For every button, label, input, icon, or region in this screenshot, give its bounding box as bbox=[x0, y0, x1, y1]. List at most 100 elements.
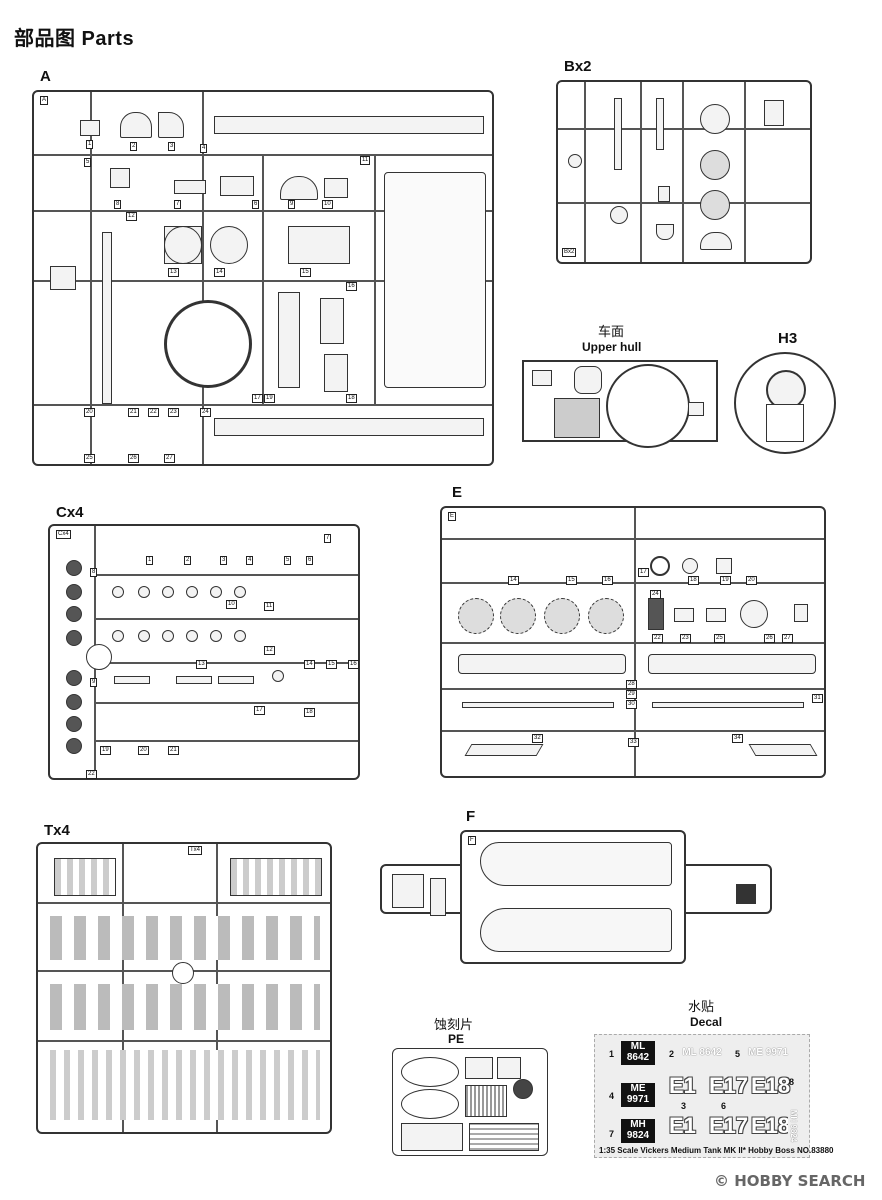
sprue-a-label: A bbox=[40, 68, 51, 85]
decal-plate: MH 9824 bbox=[788, 1101, 799, 1151]
part-number: 19 bbox=[720, 576, 731, 585]
part-number: 13 bbox=[196, 660, 207, 669]
part-number: 9 bbox=[90, 678, 98, 687]
part-number: 26 bbox=[764, 634, 775, 643]
part-tag: Tx4 bbox=[188, 846, 203, 855]
part-number: 21 bbox=[128, 408, 139, 417]
decal-label-cn: 水贴 bbox=[688, 999, 715, 1014]
upper-hull-part bbox=[522, 360, 718, 448]
part-number: 8 bbox=[90, 568, 98, 577]
part-number: 30 bbox=[626, 700, 637, 709]
part-number: 11 bbox=[264, 602, 275, 611]
part-number: 18 bbox=[304, 708, 315, 717]
decal-code: E18 bbox=[751, 1113, 791, 1138]
part-number: 19 bbox=[100, 746, 111, 755]
decal-plate: ME 9971 bbox=[621, 1083, 655, 1107]
part-tag: Bx2 bbox=[562, 248, 577, 257]
sprue-f-part bbox=[430, 878, 446, 916]
part-number: 7 bbox=[324, 534, 332, 543]
part-number: 20 bbox=[746, 576, 757, 585]
part-number: 16 bbox=[602, 576, 613, 585]
sprue-t-label: Tx4 bbox=[44, 822, 70, 839]
sprue-c-frame: Cx4 1 2 3 4 5 6 7 8 9 10 11 12 13 14 15 … bbox=[48, 524, 360, 780]
part-tag: F bbox=[468, 836, 476, 845]
part-number: 23 bbox=[168, 408, 179, 417]
part-number: 13 bbox=[168, 268, 179, 277]
sprue-f-frame: F bbox=[460, 830, 686, 964]
part-tag: A bbox=[40, 96, 49, 105]
part-number: 12 bbox=[264, 646, 275, 655]
part-number: 17 bbox=[638, 568, 649, 577]
part-number: 23 bbox=[680, 634, 691, 643]
sprue-b-label: Bx2 bbox=[564, 58, 592, 75]
decal-plate: ML 8642 bbox=[679, 1047, 725, 1059]
part-number: 20 bbox=[84, 408, 95, 417]
decal-number: 1 bbox=[609, 1049, 615, 1059]
part-number: 16 bbox=[348, 660, 359, 669]
part-number: 14 bbox=[304, 660, 315, 669]
part-number: 9 bbox=[288, 200, 296, 209]
sprue-e-label: E bbox=[452, 484, 463, 501]
part-number: 34 bbox=[732, 734, 743, 743]
part-number: 3 bbox=[220, 556, 228, 565]
part-number: 18 bbox=[346, 394, 357, 403]
part-number: 15 bbox=[300, 268, 311, 277]
sprue-h-label: H3 bbox=[778, 330, 798, 347]
pe-label: PE bbox=[448, 1032, 465, 1046]
sprue-a-frame: A 1 2 3 4 5 6 7 8 9 10 11 12 13 14 15 16… bbox=[32, 90, 494, 466]
sprue-f-part bbox=[736, 884, 756, 904]
decal-code: E18 bbox=[751, 1073, 791, 1098]
part-number: 17 bbox=[254, 706, 265, 715]
decal-code: E1 bbox=[669, 1113, 696, 1138]
decal-number: 2 bbox=[669, 1049, 675, 1059]
decal-code: E17 bbox=[709, 1113, 749, 1138]
part-number: 25 bbox=[84, 454, 95, 463]
part-number: 24 bbox=[650, 590, 661, 599]
part-number: 24 bbox=[200, 408, 211, 417]
part-number: 27 bbox=[164, 454, 175, 463]
decal-number: 8 bbox=[789, 1077, 795, 1087]
part-number: 3 bbox=[168, 142, 176, 151]
part-tag: Cx4 bbox=[56, 530, 71, 539]
part-number: 6 bbox=[306, 556, 314, 565]
decal-code: E17 bbox=[709, 1073, 749, 1098]
decal-sheet: 1 ML 8642 2 ML 8642 5 ME 9971 4 ME 9971 … bbox=[594, 1034, 833, 1158]
decal-code: E1 bbox=[669, 1073, 696, 1098]
watermark: © HOBBY SEARCH bbox=[714, 1172, 866, 1190]
part-number: 10 bbox=[226, 600, 237, 609]
part-number: 4 bbox=[246, 556, 254, 565]
decal-number: 3 bbox=[681, 1101, 687, 1111]
part-number: 15 bbox=[326, 660, 337, 669]
sprue-f-label: F bbox=[466, 808, 476, 825]
part-number: 28 bbox=[626, 680, 637, 689]
turret-roof-part bbox=[734, 352, 836, 454]
part-number: 22 bbox=[652, 634, 663, 643]
part-number: 10 bbox=[322, 200, 333, 209]
part-number: 32 bbox=[532, 734, 543, 743]
part-number: 29 bbox=[626, 690, 637, 699]
part-number: 31 bbox=[812, 694, 823, 703]
part-number: 21 bbox=[168, 746, 179, 755]
page-title: 部品图 Parts bbox=[14, 28, 135, 50]
pe-fret bbox=[392, 1048, 548, 1156]
part-number: 5 bbox=[84, 158, 92, 167]
upper-hull-label-cn: 车面 bbox=[598, 324, 625, 339]
part-number: 12 bbox=[126, 212, 137, 221]
part-number: 1 bbox=[86, 140, 94, 149]
part-number: 22 bbox=[148, 408, 159, 417]
sprue-e-frame: E 14 15 16 17 18 19 20 22 23 24 25 26 27… bbox=[440, 506, 826, 778]
part-number: 1 bbox=[146, 556, 154, 565]
part-number: 26 bbox=[128, 454, 139, 463]
decal-footer: 1:35 Scale Vickers Medium Tank MK II* Ho… bbox=[599, 1146, 834, 1155]
part-number: 8 bbox=[114, 200, 122, 209]
decal-number: 6 bbox=[721, 1101, 727, 1111]
sprue-b-frame: Bx2 bbox=[556, 80, 812, 264]
part-number: 11 bbox=[360, 156, 371, 165]
part-number: 2 bbox=[130, 142, 138, 151]
sprue-c-label: Cx4 bbox=[56, 504, 84, 521]
part-number: 14 bbox=[508, 576, 519, 585]
part-tag: E bbox=[448, 512, 457, 521]
part-number: 15 bbox=[566, 576, 577, 585]
part-number: 19 bbox=[264, 394, 275, 403]
part-number: 6 bbox=[252, 200, 260, 209]
